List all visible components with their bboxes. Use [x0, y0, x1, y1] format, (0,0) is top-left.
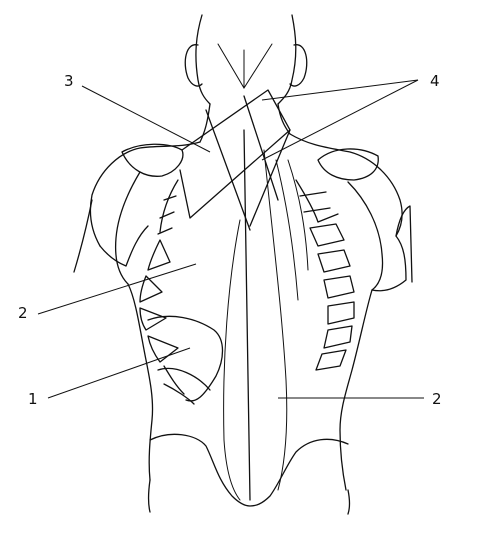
leader-3 [81, 85, 211, 153]
left-upper-arm [114, 171, 141, 285]
left-oblique [147, 315, 224, 402]
leader-4b [261, 79, 419, 161]
label-1: 1 [28, 390, 38, 408]
right-shoulder [289, 133, 403, 237]
leader-1 [47, 347, 191, 399]
left-ear [184, 44, 203, 87]
label-2-left: 2 [18, 304, 28, 322]
head-outline [195, 14, 297, 105]
label-4: 4 [430, 72, 440, 90]
left-shoulder [89, 141, 201, 247]
paraspinal-detail [275, 159, 309, 301]
right-upper-arm [347, 181, 384, 291]
label-2-right: 2 [432, 390, 442, 408]
leader-2-left [37, 263, 197, 315]
lower-back-outline [147, 479, 351, 515]
erector-spinae-left [223, 219, 241, 501]
left-flank [127, 283, 154, 481]
leader-4a [261, 79, 419, 101]
trapezius-neck-lines [217, 43, 273, 89]
rhomboid-strap-right [205, 95, 291, 231]
left-arm [73, 199, 149, 273]
left-deltoid [121, 143, 184, 177]
pelvis-outline [149, 433, 349, 507]
right-ear [289, 44, 308, 87]
right-arm [371, 205, 413, 292]
spine-line [243, 129, 251, 501]
left-lower-strap [157, 367, 211, 405]
label-3: 3 [64, 72, 74, 90]
right-deltoid [317, 148, 379, 181]
right-flank [339, 289, 373, 491]
neck-outline [199, 103, 291, 143]
right-rib-group [295, 179, 355, 371]
erector-spinae-right [263, 149, 288, 491]
